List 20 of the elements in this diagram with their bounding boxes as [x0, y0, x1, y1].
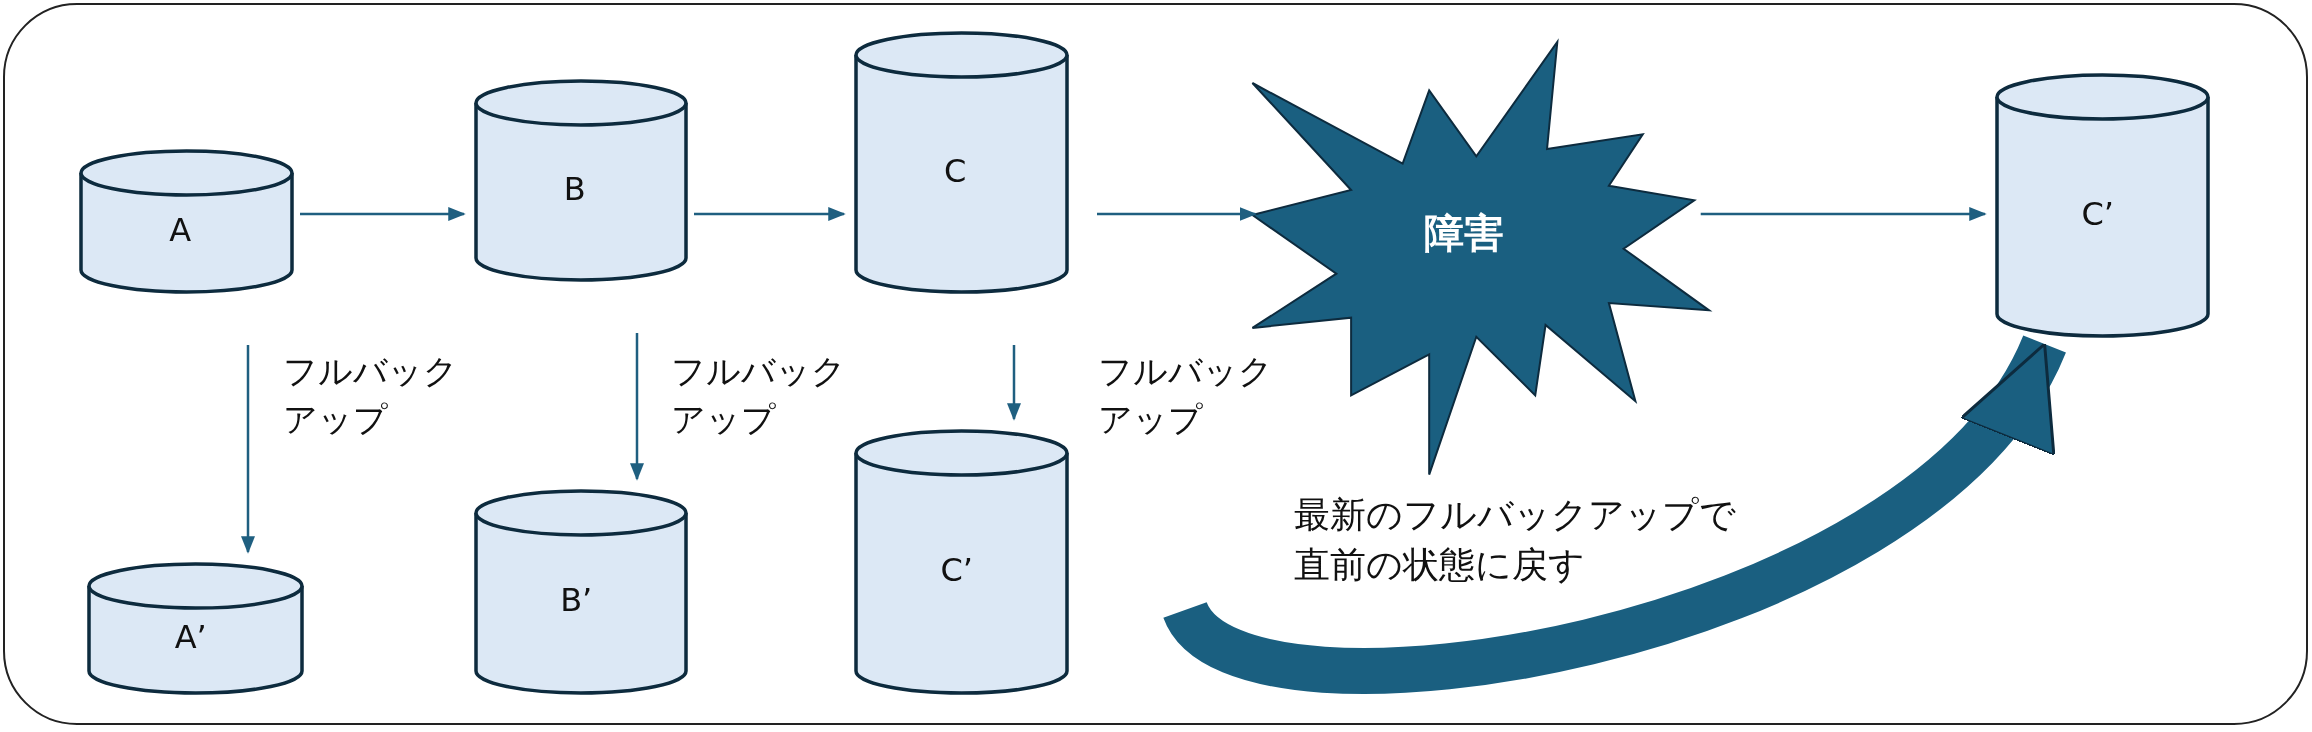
arrow — [241, 345, 255, 554]
edge-label: フルバックアップ — [671, 350, 847, 441]
node-label: A’ — [174, 617, 207, 656]
node-label: A — [169, 210, 192, 249]
node-label: B’ — [560, 580, 593, 619]
edge-label: 最新のフルバックアップで直前の状態に戻す — [1294, 493, 1737, 588]
node-label: C — [944, 151, 967, 190]
edge-label: フルバックアップ — [283, 350, 459, 441]
node-label: 障害 — [1424, 209, 1505, 259]
arrow — [1007, 345, 1021, 421]
arrow — [1097, 207, 1258, 221]
node-label: C’ — [2081, 194, 2115, 233]
edge-label: フルバックアップ — [1098, 350, 1274, 441]
arrow — [1700, 207, 1987, 221]
panel-frame — [3, 3, 2308, 725]
node-label: C’ — [940, 550, 974, 589]
arrow — [300, 207, 466, 221]
arrow — [630, 333, 644, 481]
arrow — [694, 207, 846, 221]
node-label: B — [563, 169, 586, 208]
